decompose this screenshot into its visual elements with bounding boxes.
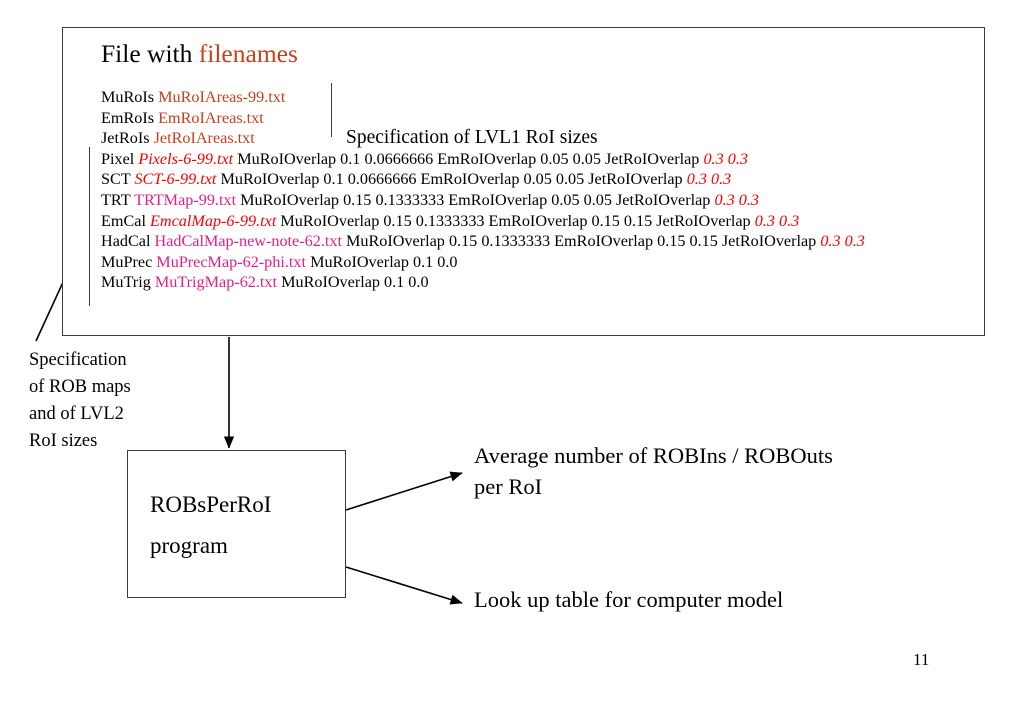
file-panel: File with filenames Specification of LVL… [62,27,985,336]
file-entry-row: MuPrec MuPrecMap-62-phi.txt MuRoIOverlap… [101,252,865,273]
rob-map-caption-line: RoI sizes [29,431,98,451]
panel-title-accent: filenames [198,39,298,68]
lvl1-spec-note: Specification of LVL1 RoI sizes [346,127,598,148]
robsperroi-program-box: ROBsPerRoI program [127,450,346,598]
file-entry-row: MuRoIs MuRoIAreas-99.txt [101,87,865,108]
file-entry-tail-values: 0.3 0.3 [820,232,865,251]
file-entry-label: SCT [101,170,131,189]
file-entry-filename: MuRoIAreas-99.txt [158,88,286,106]
file-entry-params: MuRoIOverlap 0.1 0.0666666 EmRoIOverlap … [220,170,683,189]
file-entry-filename: TRTMap-99.txt [134,190,237,209]
file-entry-tail-values: 0.3 0.3 [703,149,748,168]
file-entry-label: EmRoIs [101,108,155,127]
divider-vertical-top [331,83,332,137]
file-entry-params: MuRoIOverlap 0.15 0.1333333 EmRoIOverlap… [346,232,817,251]
file-entry-params: MuRoIOverlap 0.15 0.1333333 EmRoIOverlap… [280,211,751,230]
file-entry-params: MuRoIOverlap 0.15 0.1333333 EmRoIOverlap… [240,190,711,209]
file-entry-filename: EmcalMap-6-99.txt [150,211,277,230]
file-entry-filename: MuPrecMap-62-phi.txt [156,252,307,271]
rob-map-caption-line: and of LVL2 [29,404,124,424]
file-entry-row: SCT SCT-6-99.txt MuRoIOverlap 0.1 0.0666… [101,169,865,190]
page-number: 11 [913,650,930,669]
file-entry-label: HadCal [101,232,151,251]
arrow-program-to-output-2 [345,566,463,605]
file-entry-label: MuPrec [101,252,153,271]
file-entry-tail-values: 0.3 0.3 [714,190,759,209]
file-entry-label: TRT [101,190,131,209]
file-entry-tail-values: 0.3 0.3 [686,170,732,189]
file-entry-label: MuTrig [101,273,151,292]
file-entry-filename: Pixels-6-99.txt [138,149,234,168]
file-entry-row: JetRoIs JetRoIAreas.txt [101,128,865,149]
divider-vertical-left [89,147,90,306]
panel-title: File with filenames [101,39,298,68]
rob-map-caption-line: of ROB maps [29,377,131,397]
file-entry-filename: HadCalMap-new-note-62.txt [154,232,342,251]
output-1-line-1: Average number of ROBIns / ROBOuts [474,443,833,468]
file-entry-params: MuRoIOverlap 0.1 0.0 [281,273,429,292]
output-average-robins: Average number of ROBIns / ROBOuts per R… [474,440,833,502]
file-entry-row: EmCal EmcalMap-6-99.txt MuRoIOverlap 0.1… [101,211,865,232]
file-entry-filename: MuTrigMap-62.txt [154,273,278,292]
file-entry-label: Pixel [101,149,135,168]
program-box-label-line1: ROBsPerRoI [150,492,272,517]
file-entry-label: EmCal [101,211,146,230]
file-entry-row: HadCal HadCalMap-new-note-62.txt MuRoIOv… [101,231,865,252]
rob-map-caption-line: Specification [29,350,127,370]
file-entry-filename: JetRoIAreas.txt [153,129,255,148]
file-entry-tail-values: 0.3 0.3 [754,211,800,230]
arrow-program-to-output-1 [345,471,463,511]
output-1-line-2: per RoI [474,474,543,499]
file-entry-label: MuRoIs [101,88,155,106]
file-entry-label: JetRoIs [101,129,150,148]
output-2-line-1: Look up table for computer model [474,587,784,612]
file-entry-row: MuTrig MuTrigMap-62.txt MuRoIOverlap 0.1… [101,272,865,293]
file-entry-params: MuRoIOverlap 0.1 0.0666666 EmRoIOverlap … [237,149,700,168]
file-entry-params: MuRoIOverlap 0.1 0.0 [310,252,458,271]
file-entry-row: Pixel Pixels-6-99.txt MuRoIOverlap 0.1 0… [101,149,865,170]
program-box-label-line2: program [150,533,228,558]
output-lookup-table: Look up table for computer model [474,584,783,615]
file-entry-row: EmRoIs EmRoIAreas.txt [101,108,865,129]
program-box-label: ROBsPerRoI program [150,484,271,566]
file-entry-filename: SCT-6-99.txt [134,170,217,189]
file-entry-row: TRT TRTMap-99.txt MuRoIOverlap 0.15 0.13… [101,190,865,211]
file-entry-filename: EmRoIAreas.txt [158,108,264,127]
panel-title-plain: File with [101,39,199,68]
